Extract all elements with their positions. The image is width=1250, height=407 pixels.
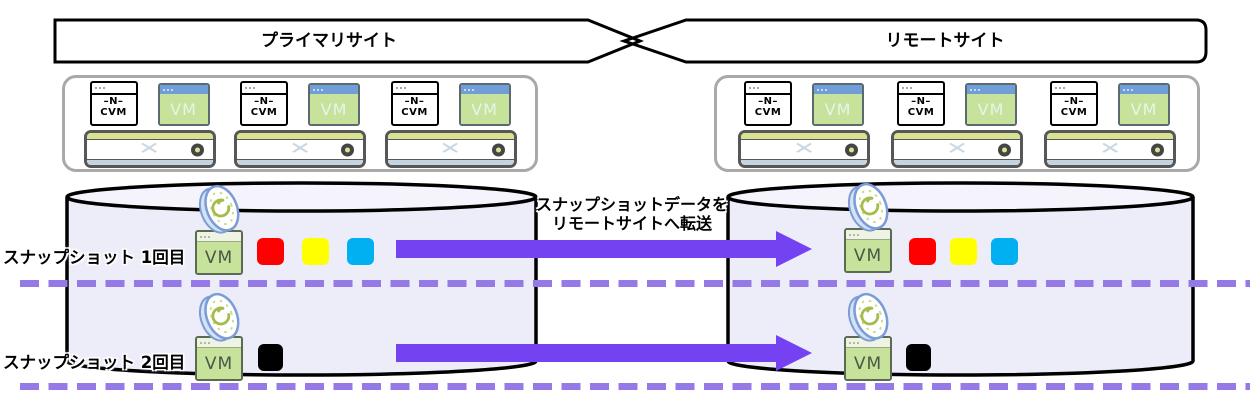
cvm-window-bar xyxy=(242,83,286,95)
vm-window-bar xyxy=(310,85,358,94)
snapshot-disc-icon xyxy=(198,184,240,234)
power-led-icon xyxy=(1151,143,1164,156)
data-block-cyan xyxy=(347,238,374,265)
power-led-icon xyxy=(845,143,858,156)
primary-cylinder-top xyxy=(65,181,538,213)
nutanix-x-logo: ✕ xyxy=(138,139,161,159)
server-chassis-icon: ✕ xyxy=(1044,130,1176,168)
cluster-node: –N–CVM VM ✕ xyxy=(891,81,1023,168)
power-led-icon xyxy=(998,143,1011,156)
power-led-icon xyxy=(341,143,354,156)
vm-window-bar xyxy=(197,338,241,348)
server-chassis-icon: ✕ xyxy=(83,130,216,168)
data-block-red xyxy=(257,238,284,265)
cvm-window-bar xyxy=(746,83,790,95)
nutanix-x-logo: ✕ xyxy=(945,139,969,159)
vm-window-bar xyxy=(846,338,890,348)
remote-site-banner-shape xyxy=(624,20,1206,62)
primary-cylinder-body xyxy=(67,197,536,361)
nutanix-x-logo: ✕ xyxy=(1098,139,1122,159)
vm-icon: VM xyxy=(812,83,864,126)
vm-window-bar xyxy=(967,85,1015,94)
snapshot-row1-label: スナップショット 1回目 xyxy=(3,248,186,267)
primary-site-banner-shape xyxy=(55,20,640,62)
transfer-caption-line2: リモートサイトへ転送 xyxy=(551,214,712,233)
cvm-icon: –N–CVM xyxy=(744,81,792,126)
cluster-node: –N–CVM VM ✕ xyxy=(1044,81,1176,168)
cvm-icon: –N–CVM xyxy=(897,81,945,126)
vm-window-bar xyxy=(814,85,862,94)
nutanix-x-logo: ✕ xyxy=(439,139,462,159)
vm-icon: VM xyxy=(458,83,511,126)
vm-window-bar xyxy=(159,85,208,94)
vm-icon: VM xyxy=(157,83,210,126)
vm-window-bar xyxy=(460,85,509,94)
server-chassis-icon: ✕ xyxy=(234,130,366,168)
primary-site-banner-outline xyxy=(53,18,645,64)
vm-window-bar xyxy=(197,232,241,242)
server-chassis-icon: ✕ xyxy=(891,130,1023,168)
snapshot-disc-icon xyxy=(198,292,240,342)
snapshot-vm-remote-row2: VM xyxy=(844,336,892,381)
primary-storage-cylinder xyxy=(65,181,538,377)
power-led-icon xyxy=(190,143,204,156)
remote-site-banner-outline xyxy=(619,18,1208,64)
data-block-red xyxy=(909,238,936,265)
primary-site-title: プライマリサイト xyxy=(261,31,397,51)
vm-window-bar xyxy=(1120,85,1168,94)
nutanix-x-logo: ✕ xyxy=(288,139,312,159)
data-block-yellow xyxy=(950,238,977,265)
remote-site-title: リモートサイト xyxy=(885,31,1005,51)
cvm-icon: –N–CVM xyxy=(1050,81,1098,126)
power-led-icon xyxy=(491,143,505,156)
vm-window-bar xyxy=(846,230,890,240)
vm-icon: VM xyxy=(1118,83,1170,126)
snapshot-disc-icon xyxy=(847,292,889,342)
remote-cylinder-top xyxy=(726,181,1195,213)
cvm-icon: –N–CVM xyxy=(89,81,138,126)
cluster-node: –N–CVM VM ✕ xyxy=(234,81,366,168)
vm-icon: VM xyxy=(308,83,360,126)
transfer-caption: スナップショットデータを リモートサイトへ転送 xyxy=(512,195,752,233)
cvm-window-bar xyxy=(1052,83,1096,95)
snapshot-vm-primary-row2: VM xyxy=(195,336,243,381)
cvm-window-bar xyxy=(91,83,136,95)
snapshot-vm-primary-row1: VM xyxy=(195,230,243,275)
transfer-arrow-row2 xyxy=(396,335,812,371)
cvm-icon: –N–CVM xyxy=(390,81,439,126)
vm-icon: VM xyxy=(965,83,1017,126)
snapshot-disc-icon xyxy=(847,182,889,232)
transfer-caption-line1: スナップショットデータを xyxy=(535,195,728,214)
remote-cluster-panel: –N–CVM VM ✕ –N–CVM xyxy=(714,75,1200,172)
nutanix-x-logo: ✕ xyxy=(792,139,816,159)
data-block-black xyxy=(258,344,283,371)
snapshot-row2-label: スナップショット 2回目 xyxy=(3,353,186,372)
cluster-node: –N–CVM VM ✕ xyxy=(738,81,870,168)
cluster-node: –N–CVM VM ✕ xyxy=(384,81,517,168)
cvm-icon: –N–CVM xyxy=(240,81,288,126)
primary-cluster-panel: –N–CVM VM ✕ –N–CVM xyxy=(62,75,538,172)
cvm-window-bar xyxy=(899,83,943,95)
data-block-black xyxy=(906,344,931,371)
remote-cylinder-body xyxy=(728,197,1193,361)
cluster-node: –N–CVM VM ✕ xyxy=(83,81,216,168)
server-chassis-icon: ✕ xyxy=(384,130,517,168)
data-block-yellow xyxy=(302,238,329,265)
cvm-window-bar xyxy=(392,83,437,95)
server-chassis-icon: ✕ xyxy=(738,130,870,168)
transfer-arrow-row1 xyxy=(396,231,812,267)
data-block-cyan xyxy=(991,238,1018,265)
